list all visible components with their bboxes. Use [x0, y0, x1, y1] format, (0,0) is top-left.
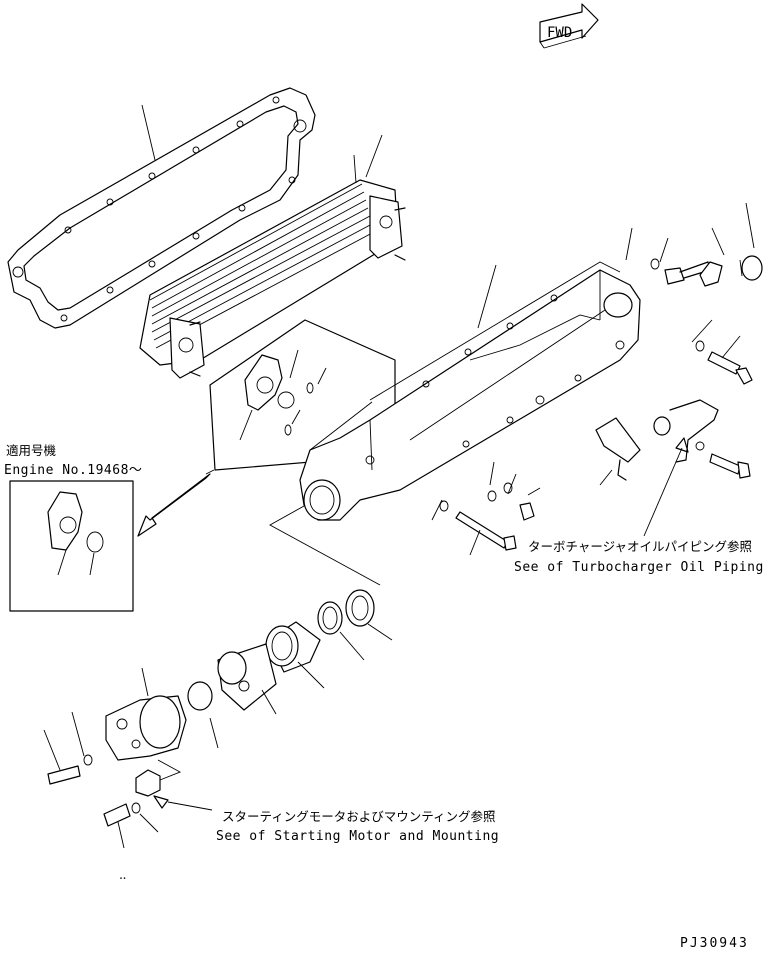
engine-no: Engine No.19468～ — [4, 463, 142, 478]
turbo-reference-arrow-icon — [643, 437, 689, 537]
starter-ref-en: See of Starting Motor and Mounting — [216, 829, 499, 844]
regulator-assembly: · · — [43, 589, 393, 882]
pointer-arrow-icon — [137, 473, 211, 537]
cooler-gasket — [7, 87, 316, 329]
fwd-arrow-icon: FWD — [539, 3, 599, 49]
oil-cooler-core — [139, 134, 406, 379]
fwd-label: FWD — [547, 25, 572, 41]
drawing-code: PJ30943 — [680, 936, 749, 951]
svg-text:· ·: · · — [120, 876, 126, 882]
turbo-ref-jp: ターボチャージャオイルパイピング参照 — [528, 539, 752, 554]
starter-ref-jp: スターティングモータおよびマウンティング参照 — [222, 809, 496, 824]
turbo-ref-en: See of Turbocharger Oil Piping — [514, 560, 764, 575]
oil-cooler-case — [299, 261, 641, 521]
cooler-fasteners — [431, 202, 763, 556]
applicable-jp: 適用号機 — [6, 443, 57, 458]
assembly-leader — [269, 505, 381, 586]
engine-box — [9, 480, 134, 612]
